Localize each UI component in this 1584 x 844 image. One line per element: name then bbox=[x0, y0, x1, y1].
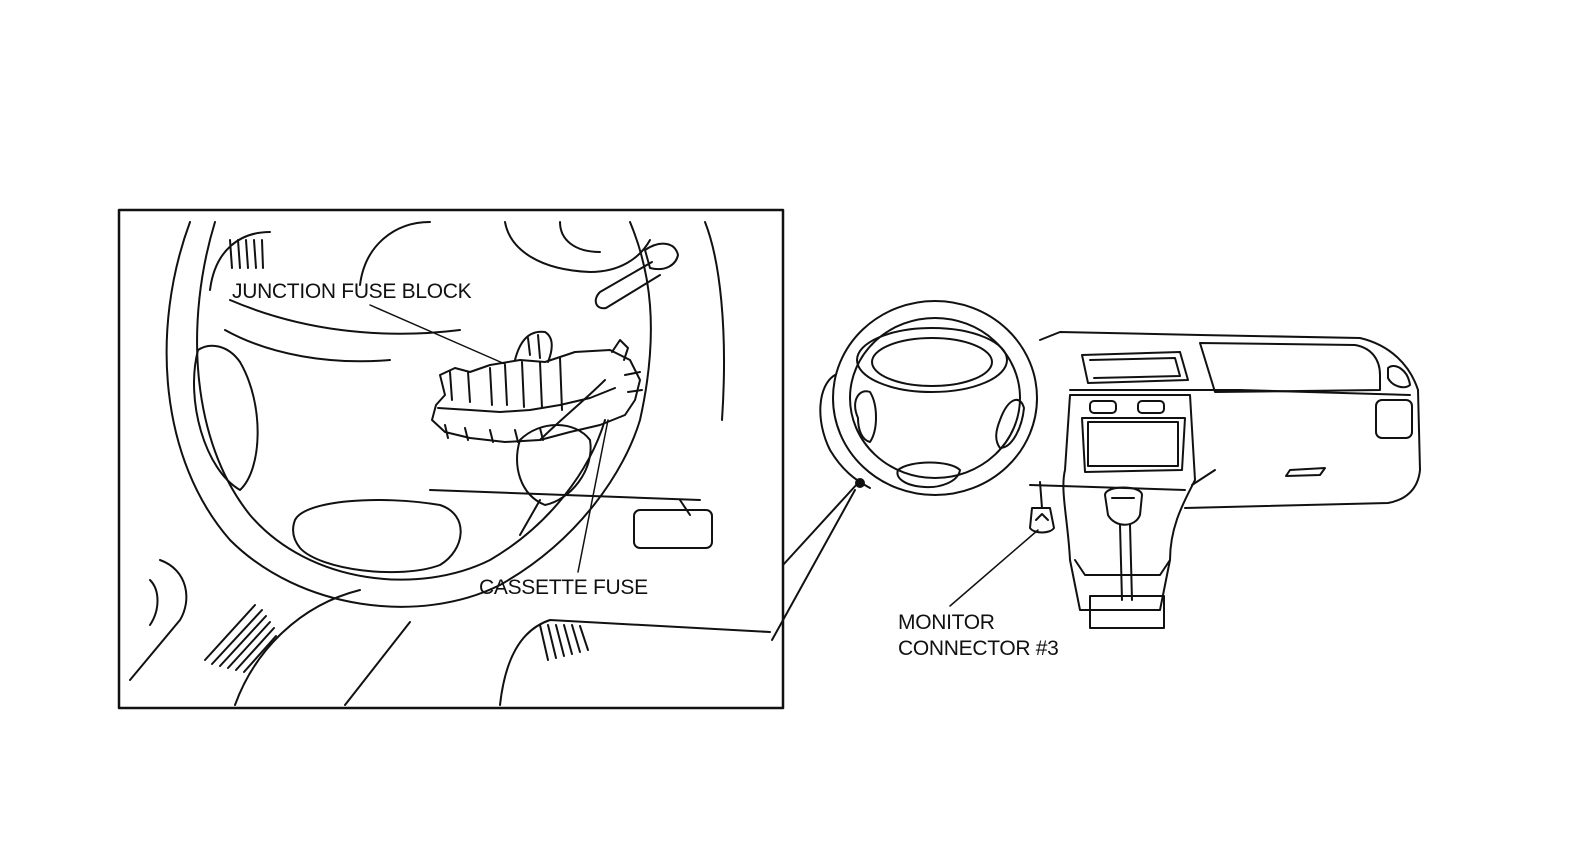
dash-right-edge bbox=[1184, 389, 1421, 509]
dash-lower-edge bbox=[1029, 484, 1186, 491]
dash-upper-ridge bbox=[1069, 389, 1411, 396]
dash-right-side-vent bbox=[1375, 399, 1413, 439]
monitor-connector-label-line2: CONNECTOR #3 bbox=[898, 637, 1059, 660]
steering-wheel-right-opening bbox=[995, 398, 1025, 449]
inset-cluster-vent-left bbox=[229, 239, 264, 269]
dash-center-vent bbox=[1081, 351, 1189, 384]
inset-closeup-view bbox=[117, 208, 785, 710]
main-dashboard-view bbox=[819, 300, 1421, 629]
inset-wheel-hub-upper bbox=[229, 299, 461, 335]
steering-wheel-inner bbox=[849, 317, 1021, 479]
gear-shifter-knob bbox=[1104, 486, 1143, 526]
dash-top-edge bbox=[1039, 331, 1419, 391]
console-button-right bbox=[1137, 400, 1165, 414]
glovebox-handle bbox=[1285, 467, 1326, 477]
inset-floor-line-4 bbox=[344, 621, 411, 706]
inset-brake-pedal bbox=[633, 509, 713, 549]
cassette-fuse-leader bbox=[577, 419, 609, 573]
inset-steering-wheel-inner-rim bbox=[196, 221, 606, 581]
inset-wheel-hub-lower bbox=[224, 329, 391, 363]
gear-shifter-shaft-left bbox=[1119, 524, 1123, 601]
inset-steering-wheel-outer-rim bbox=[165, 221, 652, 608]
inset-connector-line-upper bbox=[782, 482, 859, 566]
console-button-left bbox=[1089, 400, 1117, 414]
inset-left-spoke-opening bbox=[193, 344, 259, 491]
junction-fuse-block-label: JUNCTION FUSE BLOCK bbox=[232, 280, 472, 303]
cassette-fuse-label: CASSETTE FUSE bbox=[479, 576, 648, 599]
gear-shifter-shaft-right bbox=[1129, 524, 1133, 601]
inset-lever-stalk bbox=[644, 242, 679, 271]
junction-fuse-block-leader bbox=[369, 304, 506, 365]
inset-floor-hatch-left bbox=[204, 604, 277, 673]
junction-fuse-block-illustration bbox=[431, 330, 643, 443]
inset-bottom-spoke-opening bbox=[292, 499, 462, 574]
console-radio-display bbox=[1087, 421, 1179, 467]
monitor-connector-label: MONITOR CONNECTOR #3 bbox=[898, 610, 1059, 662]
monitor-connector-leader bbox=[949, 529, 1039, 607]
passenger-airbag-panel bbox=[1199, 342, 1381, 393]
inset-pedal-bracket bbox=[679, 499, 691, 516]
console-radio-bezel bbox=[1081, 417, 1186, 473]
dash-right-vent bbox=[1387, 365, 1411, 389]
steering-wheel-outer bbox=[832, 300, 1038, 496]
inset-dash-edge-right bbox=[704, 221, 725, 421]
monitor-connector-wire bbox=[1039, 481, 1043, 509]
console-side-lines bbox=[1074, 559, 1171, 576]
dash-left-edge bbox=[819, 374, 871, 489]
inset-instrument-bezel bbox=[504, 221, 651, 273]
inset-dash-lower-edge bbox=[429, 489, 701, 536]
inset-lever-arm bbox=[594, 261, 661, 310]
inset-connector-line-lower bbox=[771, 489, 856, 641]
inset-floor-hatch-right bbox=[539, 624, 589, 661]
gear-shifter-base bbox=[1089, 595, 1165, 629]
steering-wheel-left-opening bbox=[854, 390, 877, 443]
monitor-connector-body bbox=[1029, 507, 1055, 534]
glovebox-line bbox=[1191, 469, 1216, 486]
steering-wheel-hub-inner bbox=[871, 337, 993, 387]
center-console-outline bbox=[1062, 394, 1196, 611]
steering-wheel-bottom-opening bbox=[896, 461, 961, 489]
inset-floor-line-1 bbox=[129, 559, 188, 681]
fuse-location-dot bbox=[855, 478, 865, 488]
inset-floor-line-2 bbox=[149, 579, 159, 626]
inset-frame bbox=[117, 208, 785, 710]
monitor-connector-label-line1: MONITOR bbox=[898, 611, 995, 634]
inset-gauge-arc-right bbox=[559, 221, 601, 253]
dash-center-vent-inner bbox=[1089, 357, 1181, 379]
inset-floor-line-3 bbox=[234, 589, 361, 706]
monitor-connector-detail bbox=[1035, 513, 1049, 521]
inset-instrument-hood bbox=[359, 221, 431, 286]
steering-wheel-hub bbox=[856, 327, 1008, 393]
inset-floor-line-5 bbox=[499, 619, 771, 706]
